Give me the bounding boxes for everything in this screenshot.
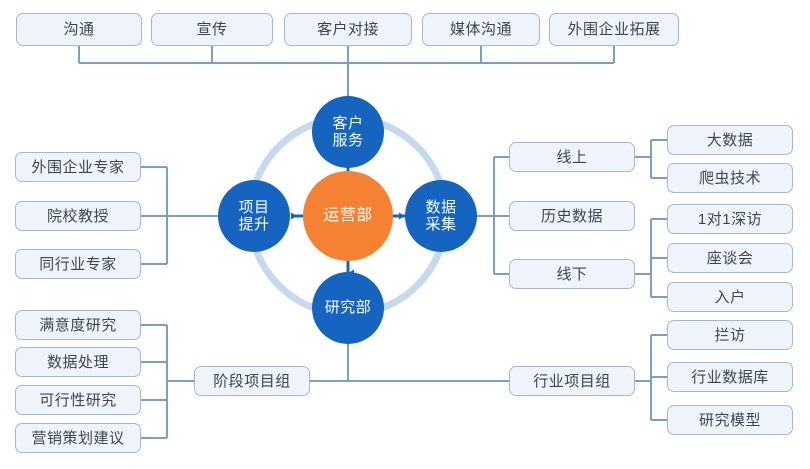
circle-label-line-2: 服务 bbox=[332, 132, 364, 149]
node-right-offline-child-2[interactable]: 座谈会 bbox=[667, 243, 793, 273]
node-bottom-right-2[interactable]: 行业数据库 bbox=[667, 362, 793, 392]
node-label: 1对1深访 bbox=[697, 210, 763, 228]
node-label: 行业数据库 bbox=[691, 368, 769, 386]
node-label: 媒体沟通 bbox=[449, 21, 512, 38]
node-label: 研究模型 bbox=[698, 411, 761, 429]
node-label: 线上 bbox=[556, 148, 588, 166]
node-right-offline-child-1[interactable]: 1对1深访 bbox=[667, 204, 793, 234]
node-top-2[interactable]: 宣传 bbox=[151, 13, 273, 46]
circle-label-line-1: 数据 bbox=[425, 198, 457, 216]
circle-label-line-1: 客户 bbox=[332, 114, 364, 132]
node-label: 外围企业专家 bbox=[31, 158, 125, 176]
node-left-2[interactable]: 院校教授 bbox=[15, 201, 141, 231]
node-label: 院校教授 bbox=[46, 207, 109, 225]
circle-customer-service[interactable]: 客户 服务 bbox=[312, 96, 384, 168]
node-label: 大数据 bbox=[706, 131, 754, 149]
node-label: 客户对接 bbox=[316, 21, 379, 38]
node-right-history[interactable]: 历史数据 bbox=[509, 201, 635, 231]
node-stage-project-team[interactable]: 阶段项目组 bbox=[194, 366, 310, 396]
circle-data-collection[interactable]: 数据 采集 bbox=[405, 180, 477, 252]
node-right-online[interactable]: 线上 bbox=[509, 142, 635, 172]
node-left-1[interactable]: 外围企业专家 bbox=[15, 152, 141, 182]
node-right-offline[interactable]: 线下 bbox=[509, 259, 635, 289]
node-label: 数据处理 bbox=[46, 353, 109, 371]
circle-label-line-1: 研究部 bbox=[324, 299, 372, 317]
node-top-1[interactable]: 沟通 bbox=[16, 13, 142, 46]
circle-operations-hub[interactable]: 运营部 bbox=[303, 171, 393, 261]
node-left-3[interactable]: 同行业专家 bbox=[15, 249, 141, 279]
node-label: 入户 bbox=[714, 288, 746, 306]
node-label: 宣传 bbox=[196, 21, 228, 38]
circle-label-line-2: 采集 bbox=[425, 216, 457, 233]
node-right-online-child-2[interactable]: 爬虫技术 bbox=[667, 163, 793, 193]
circle-research-dept[interactable]: 研究部 bbox=[312, 272, 384, 344]
node-bottom-left-2[interactable]: 数据处理 bbox=[15, 347, 141, 377]
node-label: 外围企业拓展 bbox=[567, 21, 661, 38]
node-label: 沟通 bbox=[63, 21, 95, 38]
node-bottom-right-1[interactable]: 拦访 bbox=[667, 320, 793, 350]
node-label: 座谈会 bbox=[706, 249, 754, 267]
node-right-online-child-1[interactable]: 大数据 bbox=[667, 125, 793, 155]
node-bottom-left-3[interactable]: 可行性研究 bbox=[15, 385, 141, 415]
node-bottom-left-1[interactable]: 满意度研究 bbox=[15, 310, 141, 340]
node-label: 线下 bbox=[556, 265, 588, 283]
node-label: 阶段项目组 bbox=[213, 372, 291, 390]
node-label: 拦访 bbox=[714, 326, 746, 344]
node-label: 营销策划建议 bbox=[31, 429, 125, 447]
node-top-5[interactable]: 外围企业拓展 bbox=[549, 13, 679, 46]
node-bottom-right-3[interactable]: 研究模型 bbox=[667, 405, 793, 435]
node-bottom-left-4[interactable]: 营销策划建议 bbox=[15, 423, 141, 453]
node-right-offline-child-3[interactable]: 入户 bbox=[667, 282, 793, 312]
hub-label: 运营部 bbox=[323, 206, 373, 224]
node-label: 历史数据 bbox=[540, 207, 603, 225]
node-top-3[interactable]: 客户对接 bbox=[284, 13, 412, 46]
node-label: 同行业专家 bbox=[39, 255, 117, 273]
node-top-4[interactable]: 媒体沟通 bbox=[422, 13, 540, 46]
circle-label-line-2: 提升 bbox=[238, 216, 270, 233]
node-industry-project-team[interactable]: 行业项目组 bbox=[509, 366, 635, 396]
circle-label-line-1: 项目 bbox=[238, 198, 270, 216]
node-label: 行业项目组 bbox=[533, 372, 611, 390]
node-label: 爬虫技术 bbox=[698, 169, 761, 187]
circle-project-improve[interactable]: 项目 提升 bbox=[218, 180, 290, 252]
node-label: 满意度研究 bbox=[39, 316, 117, 334]
node-label: 可行性研究 bbox=[39, 391, 117, 409]
